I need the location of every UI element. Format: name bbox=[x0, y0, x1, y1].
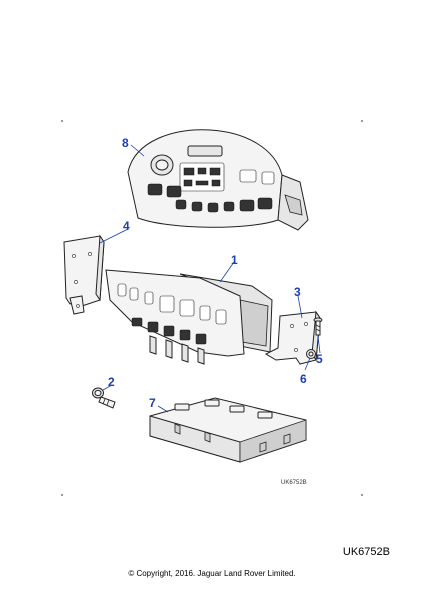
part-1-control-module[interactable] bbox=[105, 269, 273, 365]
callout-2: 2 bbox=[108, 375, 115, 389]
part-8-control-panel[interactable] bbox=[127, 129, 309, 231]
callout-3: 3 bbox=[294, 285, 301, 299]
callout-6: 6 bbox=[300, 372, 307, 386]
leader-lines bbox=[99, 144, 321, 413]
part-6-nut[interactable] bbox=[306, 349, 316, 359]
callout-1: 1 bbox=[231, 253, 238, 267]
callout-8: 8 bbox=[122, 136, 129, 150]
callout-4: 4 bbox=[123, 219, 130, 233]
part-2-bolt[interactable] bbox=[92, 387, 116, 409]
diagram-ref-large: UK6752B bbox=[342, 546, 390, 558]
copyright-text: © Copyright, 2016. Jaguar Land Rover Lim… bbox=[128, 569, 296, 578]
part-4-left-bracket[interactable] bbox=[63, 234, 105, 315]
part-7-lower-module[interactable] bbox=[149, 397, 307, 463]
callout-5: 5 bbox=[316, 352, 323, 366]
callout-7: 7 bbox=[149, 396, 156, 410]
callouts: 8 4 1 3 5 6 2 7 bbox=[108, 136, 323, 410]
part-5-screw[interactable] bbox=[313, 317, 323, 336]
diagram-ref-small: UK6752B bbox=[281, 480, 307, 486]
registration-marks bbox=[61, 120, 363, 496]
